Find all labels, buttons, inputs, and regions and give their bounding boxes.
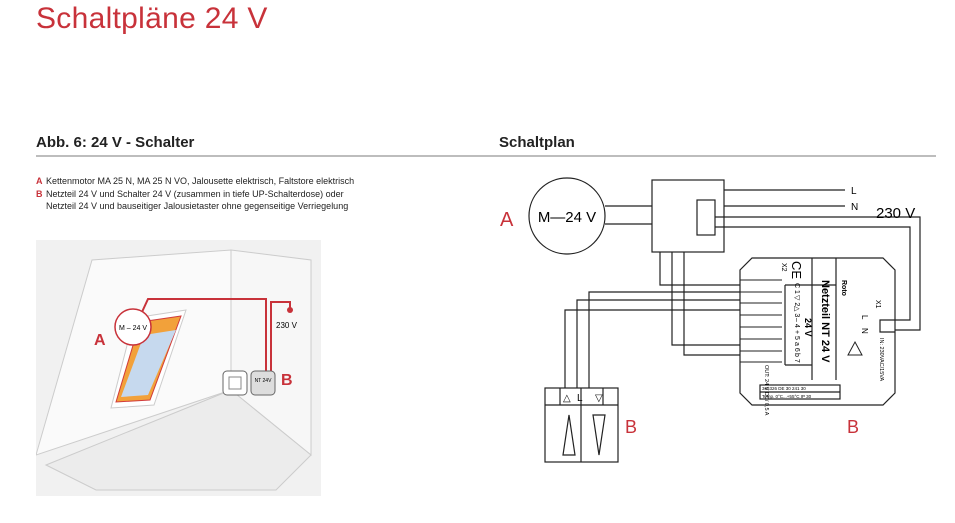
line-n-label: N — [851, 202, 858, 213]
motor-label: M—24 V — [538, 209, 596, 226]
illus-motor-label: M – 24 V — [119, 325, 147, 332]
switch-down-symbol: ▽ — [595, 393, 603, 404]
legend-key: B — [36, 188, 43, 199]
page-title: Schaltpläne 24 V — [36, 2, 268, 35]
switch-l-label: L — [577, 393, 583, 404]
legend-text: Kettenmotor MA 25 N, MA 25 N VO, Jalouse… — [46, 176, 355, 186]
legend-text: Netzteil 24 V und Schalter 24 V (zusamme… — [46, 188, 349, 212]
terminal: △ 3 — [793, 306, 800, 317]
label-a: A — [500, 209, 514, 231]
nt-x1: X1 — [874, 300, 881, 309]
illus-label-a: A — [94, 332, 106, 349]
wiring-schematic: M—24 V A L N 230 V B B △ L ▽ Netzteil NT… — [500, 177, 921, 463]
room-illustration: M – 24 V A 230 V NT 24V B — [35, 240, 321, 496]
ce-mark: CE — [789, 261, 804, 279]
voltage-label: 230 V — [876, 205, 915, 222]
nt-label-row2: Temp. 0°C...+55°C IP 30 — [762, 394, 812, 399]
nt-output-spec: OUT: 24 V DC/ 0,5 A — [763, 365, 769, 416]
illus-nt-label: NT 24V — [255, 378, 273, 384]
nt-name: Netzteil NT 24 V — [819, 280, 831, 363]
terminal: a 6 — [793, 342, 800, 352]
label-b-switch: B — [625, 417, 637, 437]
divider — [36, 155, 936, 157]
terminal: ▽ 2 — [793, 295, 800, 306]
terminal: C 1 — [793, 283, 800, 294]
nt-volt: 24 V — [803, 318, 813, 337]
terminal: b 7 — [793, 353, 800, 363]
terminal: – 4 — [793, 318, 800, 328]
line-l-label: L — [851, 186, 857, 197]
figure-heading: Abb. 6: 24 V - Schalter — [36, 134, 195, 151]
nt-input-l: L — [860, 315, 869, 320]
label-b-nt: B — [847, 417, 859, 437]
nt-x2: X2 — [780, 263, 787, 272]
schematic-heading: Schaltplan — [499, 134, 575, 151]
nt-label-row1: 365326 DE 30 241 30 — [762, 386, 806, 391]
illus-label-b: B — [281, 372, 293, 389]
nt-input-spec: IN: 230VAC/15VA — [878, 338, 884, 382]
illus-voltage: 230 V — [276, 321, 298, 330]
switch-up-symbol: △ — [563, 393, 571, 404]
terminal: + 5 — [793, 330, 800, 340]
nt-brand: Roto — [840, 280, 847, 296]
legend-key: A — [36, 176, 43, 186]
nt-input-n: N — [860, 328, 869, 334]
